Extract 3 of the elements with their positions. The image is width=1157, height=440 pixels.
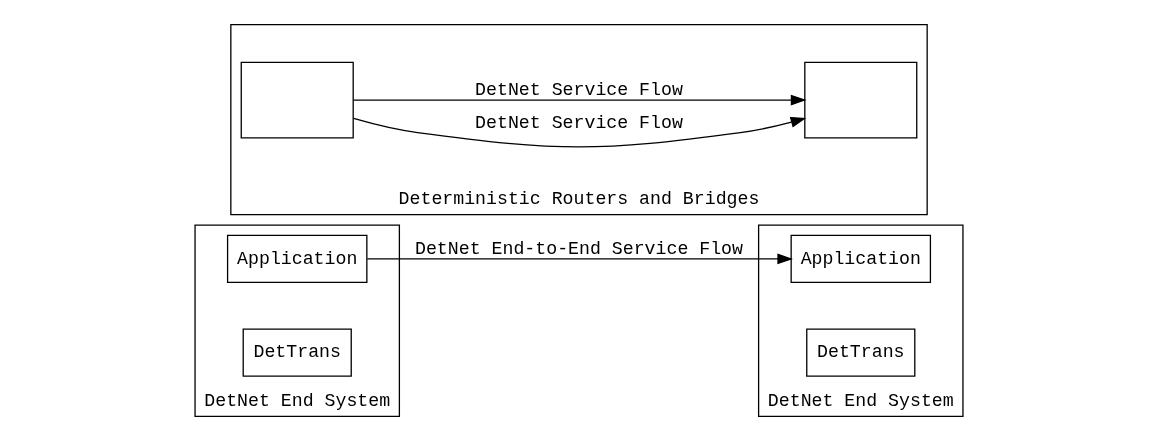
edge-label: DetNet End-to-End Service Flow bbox=[414, 238, 743, 259]
edge-label: DetNet Service Flow bbox=[474, 112, 683, 133]
edge-label: DetNet Service Flow bbox=[474, 79, 683, 100]
